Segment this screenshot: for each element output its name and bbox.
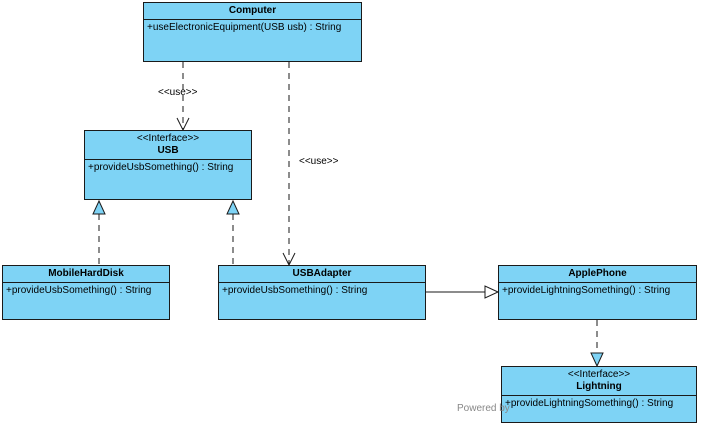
association-usbadapter-applephone: [426, 285, 500, 299]
powered-by-label: Powered by: [457, 403, 510, 414]
interface-lightning[interactable]: <<Interface>> Lightning +provideLightnin…: [501, 366, 697, 423]
class-computer-operation: +useElectronicEquipment(USB usb) : Strin…: [147, 22, 342, 33]
interface-usb-stereotype: <<Interface>>: [136, 133, 200, 144]
class-usbadapter-operation: +provideUsbSomething() : String: [222, 285, 368, 296]
class-computer-header: Computer: [144, 3, 361, 20]
realization-usbadapter-usb: [226, 199, 240, 265]
class-usbadapter-header: USBAdapter: [219, 266, 425, 283]
interface-lightning-name: Lightning: [576, 381, 622, 392]
realization-applephone-lightning: [590, 320, 604, 368]
interface-lightning-operation: +provideLightningSomething() : String: [505, 398, 674, 409]
realization-mobileharddisk-usb: [92, 199, 106, 265]
class-computer-name: Computer: [228, 5, 277, 16]
use-label-computer-usb: <<use>>: [158, 87, 198, 98]
class-mobileharddisk-name: MobileHardDisk: [48, 268, 124, 279]
class-applephone-name: ApplePhone: [568, 268, 627, 279]
class-applephone-header: ApplePhone: [499, 266, 696, 283]
interface-lightning-header: <<Interface>> Lightning: [502, 367, 696, 396]
interface-usb-header: <<Interface>> USB: [85, 131, 251, 160]
class-mobileharddisk-operation: +provideUsbSomething() : String: [6, 285, 152, 296]
class-usbadapter-name: USBAdapter: [292, 268, 352, 279]
class-computer[interactable]: Computer +useElectronicEquipment(USB usb…: [143, 2, 362, 62]
interface-usb-name: USB: [157, 145, 179, 156]
class-mobileharddisk[interactable]: MobileHardDisk +provideUsbSomething() : …: [2, 265, 170, 320]
class-mobileharddisk-header: MobileHardDisk: [3, 266, 169, 283]
interface-usb[interactable]: <<Interface>> USB +provideUsbSomething()…: [84, 130, 252, 200]
class-applephone-operation: +provideLightningSomething() : String: [502, 285, 671, 296]
class-applephone[interactable]: ApplePhone +provideLightningSomething() …: [498, 265, 697, 320]
class-usbadapter[interactable]: USBAdapter +provideUsbSomething() : Stri…: [218, 265, 426, 320]
interface-usb-operation: +provideUsbSomething() : String: [88, 162, 234, 173]
interface-lightning-stereotype: <<Interface>>: [567, 369, 631, 380]
use-label-computer-usbadapter: <<use>>: [299, 156, 339, 167]
dependency-computer-usbadapter: [282, 62, 296, 267]
